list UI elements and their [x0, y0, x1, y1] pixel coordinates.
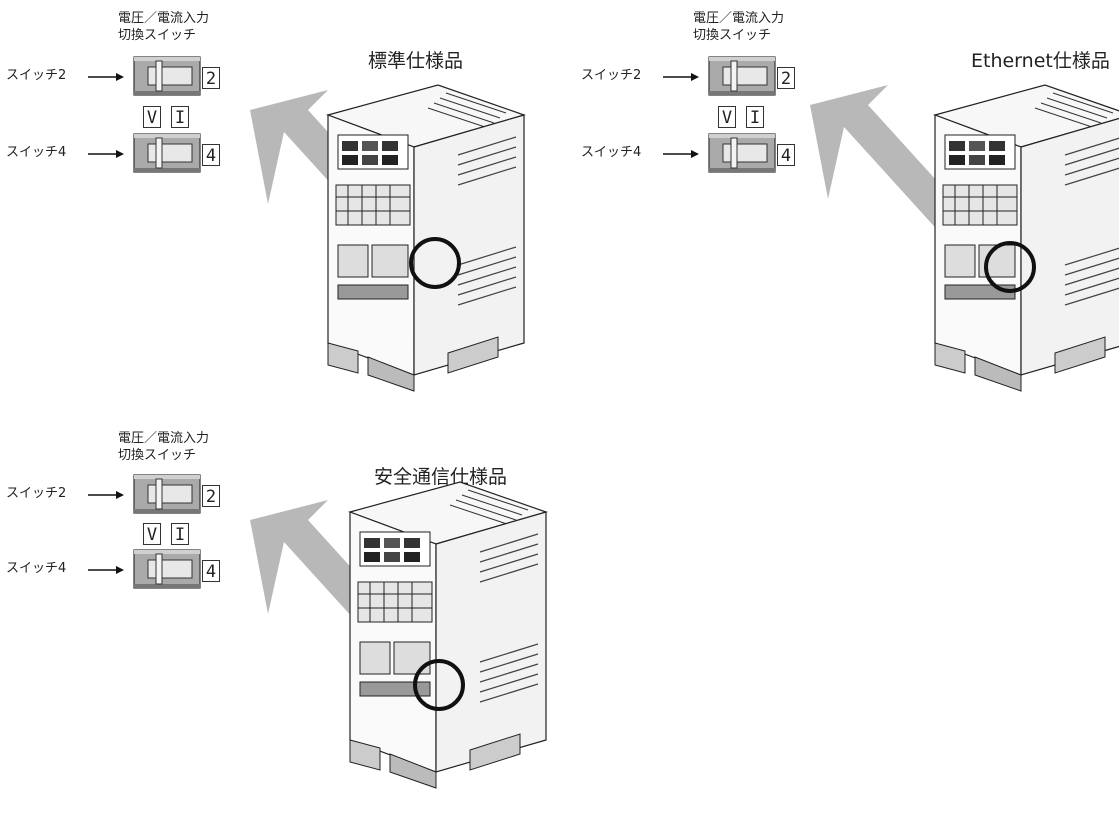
- switch2-pointer-arrow-icon: [87, 72, 125, 82]
- switch4-number: 4: [202, 144, 220, 166]
- panel-standard: 電圧／電流入力 切換スイッチ 標準仕様品 スイッチ2 2 V I スイッチ4 4: [0, 0, 560, 410]
- switch2-number: 2: [202, 67, 220, 89]
- switch-header-line2: 切換スイッチ: [693, 28, 772, 43]
- switch2-dip-switch: [708, 56, 776, 96]
- switch4-pointer-arrow-icon: [87, 565, 125, 575]
- switch4-dip-switch: [133, 133, 201, 173]
- v-label: V: [143, 523, 161, 545]
- switch4-dip-switch: [708, 133, 776, 173]
- switch-header-line1: 電圧／電流入力: [693, 11, 785, 26]
- switch2-label: スイッチ2: [6, 68, 67, 83]
- switch4-label: スイッチ4: [6, 561, 67, 576]
- switch2-label: スイッチ2: [581, 68, 642, 83]
- switch2-label: スイッチ2: [6, 486, 67, 501]
- switch-header-line1: 電圧／電流入力: [118, 431, 210, 446]
- switch4-number: 4: [202, 560, 220, 582]
- panel-title: Ethernet仕様品: [971, 50, 1110, 72]
- switch4-label: スイッチ4: [6, 145, 67, 160]
- switch2-pointer-arrow-icon: [662, 72, 700, 82]
- switch2-number: 2: [777, 67, 795, 89]
- panel-title: 標準仕様品: [368, 50, 464, 72]
- v-label: V: [718, 106, 736, 128]
- switch4-pointer-arrow-icon: [87, 149, 125, 159]
- switch-header-line2: 切換スイッチ: [118, 28, 197, 43]
- inverter-device-icon: [349, 481, 547, 789]
- switch2-number: 2: [202, 485, 220, 507]
- i-label: I: [171, 523, 189, 545]
- switch-location-circle-icon: [413, 659, 465, 711]
- switch4-dip-switch: [133, 549, 201, 589]
- switch4-pointer-arrow-icon: [662, 149, 700, 159]
- switch-location-circle-icon: [409, 237, 461, 289]
- i-label: I: [746, 106, 764, 128]
- v-label: V: [143, 106, 161, 128]
- switch-header-line2: 切換スイッチ: [118, 448, 197, 463]
- i-label: I: [171, 106, 189, 128]
- switch-header-line1: 電圧／電流入力: [118, 11, 210, 26]
- switch2-dip-switch: [133, 474, 201, 514]
- panel-title: 安全通信仕様品: [374, 466, 508, 488]
- panel-ethernet: 電圧／電流入力 切換スイッチ Ethernet仕様品 スイッチ2 2 V I ス…: [575, 0, 1119, 410]
- switch-location-circle-icon: [984, 241, 1036, 293]
- switch2-dip-switch: [133, 56, 201, 96]
- switch-header: 電圧／電流入力 切換スイッチ: [693, 10, 784, 44]
- switch2-pointer-arrow-icon: [87, 490, 125, 500]
- panel-safety-comm: 電圧／電流入力 切換スイッチ 安全通信仕様品 スイッチ2 2 V I スイッチ4…: [0, 420, 560, 814]
- switch4-label: スイッチ4: [581, 145, 642, 160]
- switch-header: 電圧／電流入力 切換スイッチ: [118, 10, 209, 44]
- switch4-number: 4: [777, 144, 795, 166]
- switch-header: 電圧／電流入力 切換スイッチ: [118, 430, 209, 464]
